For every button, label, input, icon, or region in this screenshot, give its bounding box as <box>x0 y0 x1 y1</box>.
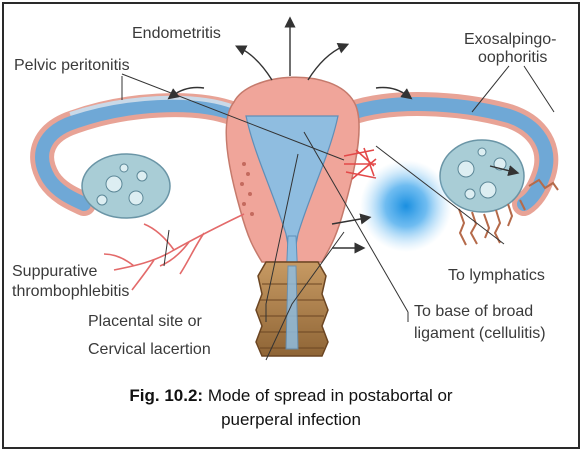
label-endometritis: Endometritis <box>132 25 221 42</box>
label-pelvic-peritonitis: Pelvic peritonitis <box>14 57 130 74</box>
label-thrombophlebitis: thrombophlebitis <box>12 283 129 300</box>
label-suppurative: Suppurative <box>12 263 97 280</box>
figure-caption: Fig. 10.2: Mode of spread in postabortal… <box>4 384 578 432</box>
caption-line-1: Fig. 10.2: Mode of spread in postabortal… <box>4 384 578 408</box>
uterus-infection-diagram: Endometritis Pelvic peritonitis Exosalpi… <box>4 4 578 382</box>
thrombophlebitis-veins <box>104 214 244 290</box>
label-cellulitis: ligament (cellulitis) <box>414 325 546 342</box>
right-ovary <box>440 140 524 212</box>
label-exosalpingo: Exosalpingo- <box>464 31 557 48</box>
label-cervical-lacertion: Cervical lacertion <box>88 341 211 358</box>
label-oophoritis: oophoritis <box>478 49 547 66</box>
caption-text-1: Mode of spread in postabortal or <box>208 386 453 405</box>
label-base-broad-ligament: To base of broad <box>414 303 533 320</box>
cellulitis-glow <box>360 160 452 252</box>
label-placental-site: Placental site or <box>88 313 203 330</box>
left-ovary <box>82 154 170 218</box>
label-to-lymphatics: To lymphatics <box>448 267 545 284</box>
caption-figure-number: Fig. 10.2: <box>129 386 203 405</box>
caption-text-2: puerperal infection <box>4 408 578 432</box>
